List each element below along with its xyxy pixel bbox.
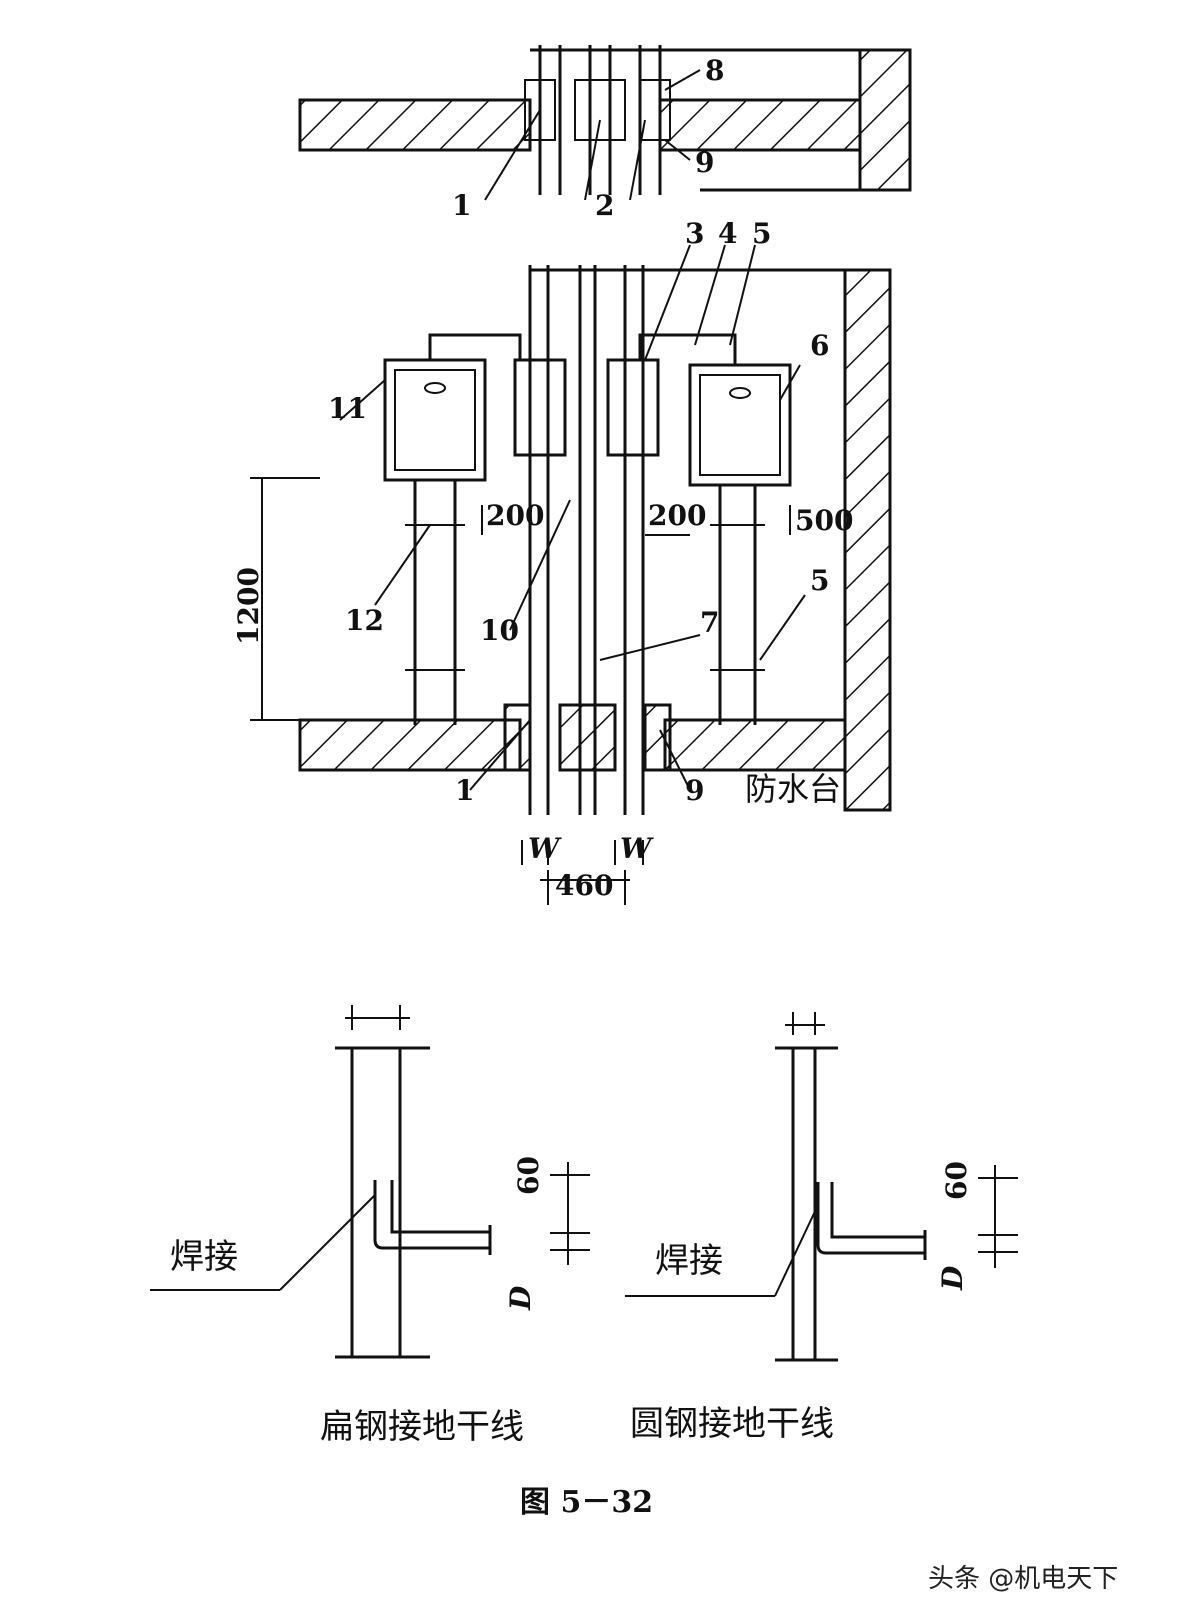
- dim-w-right: W: [620, 832, 654, 865]
- caption-flat-steel: 扁钢接地干线: [320, 1407, 524, 1447]
- flat-steel-detail: [150, 1005, 590, 1359]
- dim-60-left: 60: [512, 1156, 545, 1195]
- callout-12: 12: [345, 604, 384, 637]
- dim-200-right: 200: [648, 499, 706, 532]
- waterproof-platform-label: 防水台: [745, 770, 841, 808]
- caption-round-steel: 圆钢接地干线: [630, 1404, 834, 1444]
- callout-9-top: 9: [695, 146, 714, 179]
- weld-label-right: 焊接: [655, 1241, 723, 1281]
- control-box-right: [606, 358, 660, 457]
- callout-8: 8: [705, 54, 724, 87]
- dim-1200: 1200: [232, 567, 265, 645]
- meter-box-left: [383, 358, 487, 482]
- dim-d-left: D: [504, 1285, 537, 1311]
- wall-right-top: [858, 48, 912, 192]
- dim-200-left: 200: [486, 499, 544, 532]
- slab-right-top: [658, 98, 862, 152]
- callout-9-lower: 9: [685, 774, 704, 807]
- dim-d-right: D: [936, 1265, 969, 1291]
- callout-5-lower: 5: [810, 564, 829, 597]
- dim-60-right: 60: [940, 1161, 973, 1200]
- callout-5: 5: [752, 217, 771, 250]
- slab-left: [298, 718, 522, 772]
- figure-number: 图 5－32: [520, 1485, 653, 1520]
- wall-right: [843, 268, 892, 812]
- callout-6: 6: [810, 329, 829, 362]
- callout-4: 4: [718, 217, 737, 250]
- round-steel-detail: [625, 1012, 1018, 1362]
- callout-3: 3: [685, 217, 704, 250]
- callout-1-top: 1: [452, 189, 471, 222]
- top-section: [298, 45, 912, 201]
- meter-box-right: [688, 363, 792, 487]
- slab-left-top: [298, 98, 532, 152]
- callout-1-lower: 1: [455, 774, 474, 807]
- callout-11: 11: [328, 392, 367, 425]
- weld-label-left: 焊接: [170, 1237, 238, 1277]
- dim-460: 460: [555, 869, 613, 902]
- main-elevation: [250, 244, 892, 905]
- control-box-left: [513, 358, 567, 457]
- dim-500: 500: [795, 504, 853, 537]
- callout-2: 2: [595, 189, 614, 222]
- callout-7: 7: [700, 606, 719, 639]
- callout-10: 10: [480, 614, 519, 647]
- watermark: 头条 @机电天下: [928, 1564, 1118, 1594]
- slab-right: [663, 718, 847, 772]
- dim-w-left: W: [528, 832, 562, 865]
